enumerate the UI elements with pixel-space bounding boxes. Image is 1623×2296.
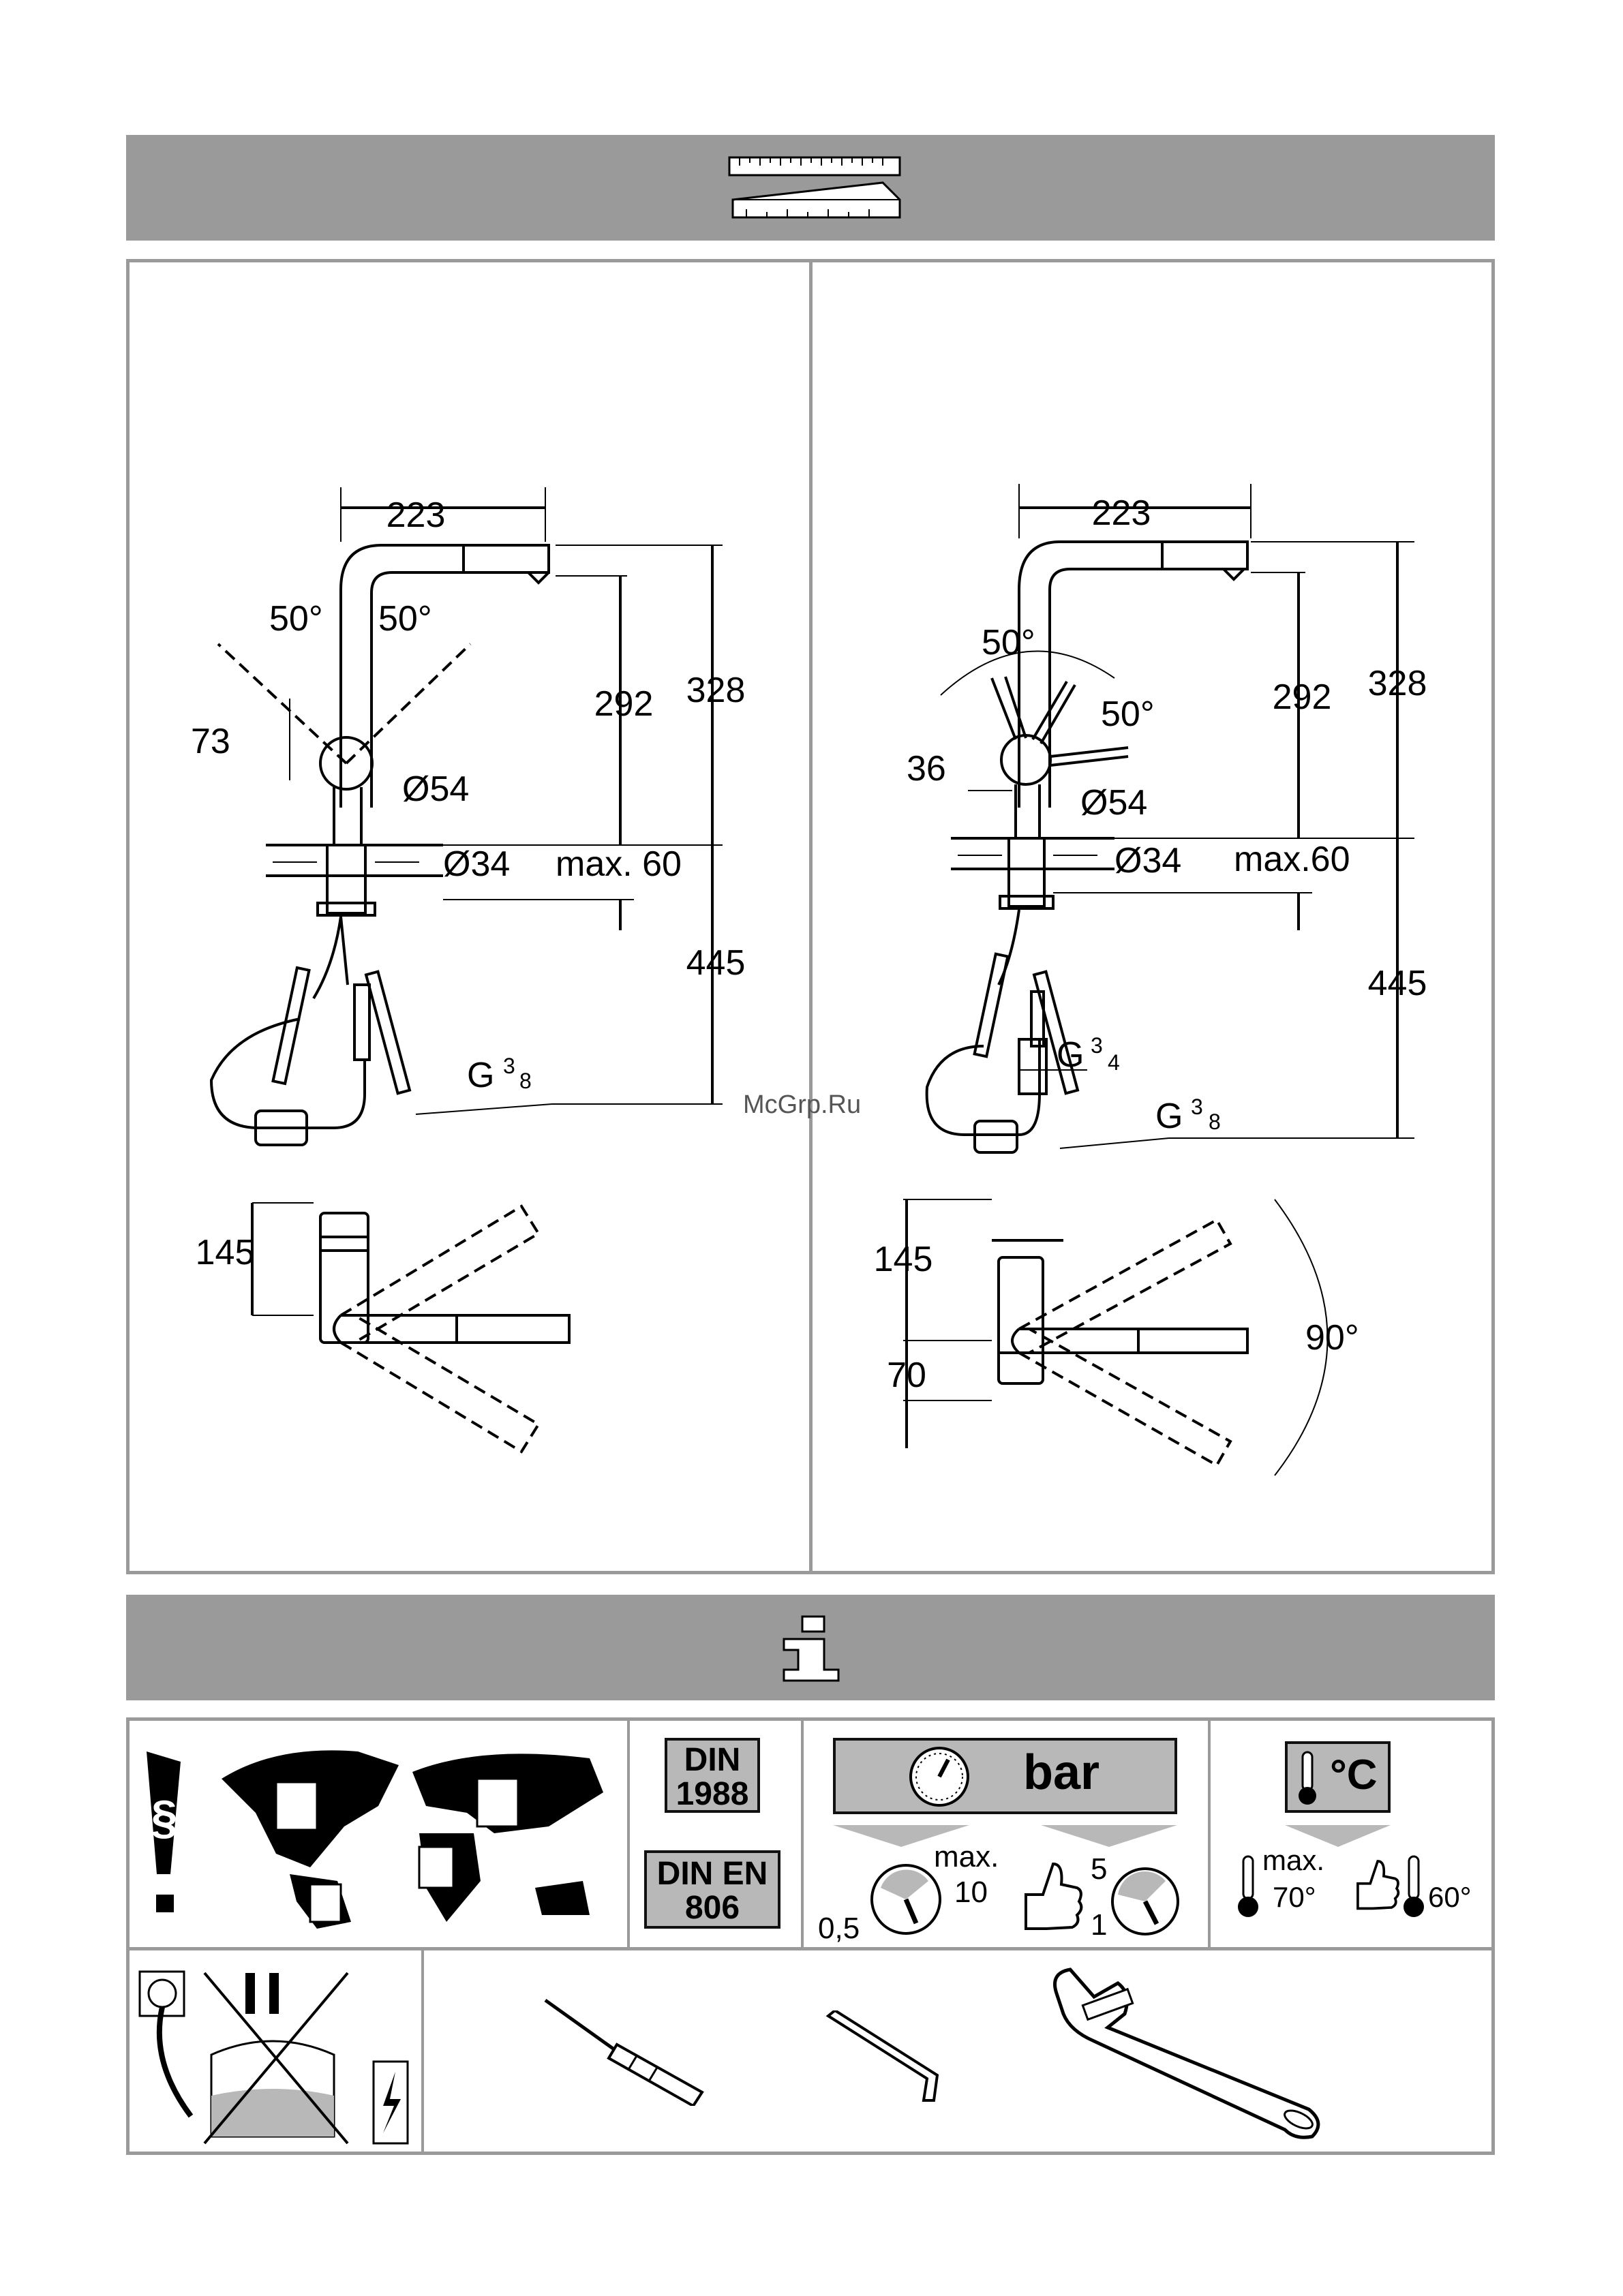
info-row-divider — [130, 1947, 1491, 1950]
temperature-unit: °C — [1330, 1751, 1378, 1799]
right-below-counter: 445 — [1368, 964, 1427, 1003]
thermometer-rec-icon — [1401, 1854, 1428, 1922]
svg-text:§: § — [151, 1790, 178, 1843]
allen-key-icon[interactable] — [825, 2010, 954, 2106]
right-top-depth: 145 — [874, 1240, 933, 1279]
pressure-max-value: 10 — [954, 1876, 988, 1910]
right-spout-height: 292 — [1273, 677, 1332, 717]
right-total-height: 328 — [1368, 664, 1427, 703]
left-offset: 73 — [191, 722, 230, 761]
no-electrical-power-icon — [136, 1959, 412, 2147]
right-hole-diameter: Ø34 — [1114, 841, 1181, 881]
thumbs-up-temp-icon — [1346, 1854, 1404, 1918]
temperature-header: °C — [1285, 1741, 1391, 1813]
pressure-rec-gauge-icon — [1108, 1864, 1183, 1939]
right-faucet-drawing: 223 50° 50° 36 Ø54 292 328 Ø34 max.60 44… — [815, 262, 1493, 1571]
pressure-header: bar — [833, 1738, 1177, 1814]
left-thread-den: 8 — [519, 1069, 532, 1093]
left-angle-left: 50° — [269, 599, 323, 639]
right-swivel-angle: 90° — [1305, 1318, 1359, 1358]
pressure-arrows — [833, 1825, 1177, 1852]
left-spout-reach: 223 — [386, 495, 446, 535]
left-thread-num: 3 — [503, 1054, 515, 1078]
right-thread-b-num: 3 — [1191, 1095, 1203, 1119]
thermometer-icon — [1294, 1749, 1322, 1807]
din-1988-label: DIN 1988 — [665, 1738, 760, 1813]
left-top-depth: 145 — [196, 1233, 255, 1272]
left-thread-g: G — [467, 1056, 494, 1095]
folding-ruler-icon — [726, 152, 910, 224]
left-max-thickness: max. 60 — [556, 844, 682, 884]
right-spout-reach: 223 — [1092, 493, 1151, 533]
right-thread-a-g: G — [1057, 1035, 1084, 1075]
temperature-rec-value: 60° — [1428, 1881, 1472, 1914]
screwdriver-icon[interactable] — [542, 1997, 712, 2106]
info-icon — [774, 1615, 849, 1683]
right-offset: 36 — [907, 749, 946, 789]
right-max-thickness: max.60 — [1234, 840, 1350, 879]
left-angle-right: 50° — [378, 599, 432, 639]
info-header — [126, 1595, 1495, 1700]
right-thread-a-den: 4 — [1108, 1050, 1120, 1075]
regulations-world-map: § — [140, 1731, 617, 1935]
pressure-unit: bar — [1023, 1745, 1099, 1801]
thumbs-up-icon — [1012, 1854, 1087, 1942]
pressure-gauge-icon — [907, 1745, 972, 1809]
thermometer-max-icon — [1235, 1854, 1262, 1922]
dimensions-header — [126, 135, 1495, 241]
right-bottom-depth: 70 — [887, 1356, 926, 1395]
adjustable-wrench-icon[interactable] — [1043, 1966, 1329, 2143]
right-thread-a-num: 3 — [1091, 1033, 1103, 1058]
pressure-min-value: 0,5 — [818, 1912, 860, 1946]
din-en-806-label: DIN EN 806 — [644, 1850, 780, 1929]
temperature-max-label: max. — [1262, 1844, 1324, 1877]
left-body-diameter: Ø54 — [402, 769, 469, 809]
right-body-diameter: Ø54 — [1080, 783, 1147, 823]
pressure-rec-high: 5 — [1091, 1852, 1107, 1886]
right-thread-b-g: G — [1155, 1097, 1183, 1136]
pressure-max-label: max. — [934, 1840, 999, 1874]
right-thread-b-den: 8 — [1209, 1109, 1221, 1134]
temperature-max-value: 70° — [1273, 1881, 1316, 1914]
right-angle-top: 50° — [982, 623, 1035, 662]
left-below-counter: 445 — [686, 943, 746, 983]
left-total-height: 328 — [686, 671, 746, 710]
left-faucet-drawing: 223 50° 50° 73 Ø54 292 328 Ø34 max. 60 4… — [130, 262, 808, 1571]
left-hole-diameter: Ø34 — [443, 844, 510, 884]
watermark: McGrp.Ru — [743, 1090, 861, 1120]
pressure-rec-low: 1 — [1091, 1908, 1107, 1942]
panel-divider — [809, 261, 813, 1572]
left-spout-height: 292 — [594, 684, 654, 724]
right-angle-lever: 50° — [1101, 694, 1155, 734]
